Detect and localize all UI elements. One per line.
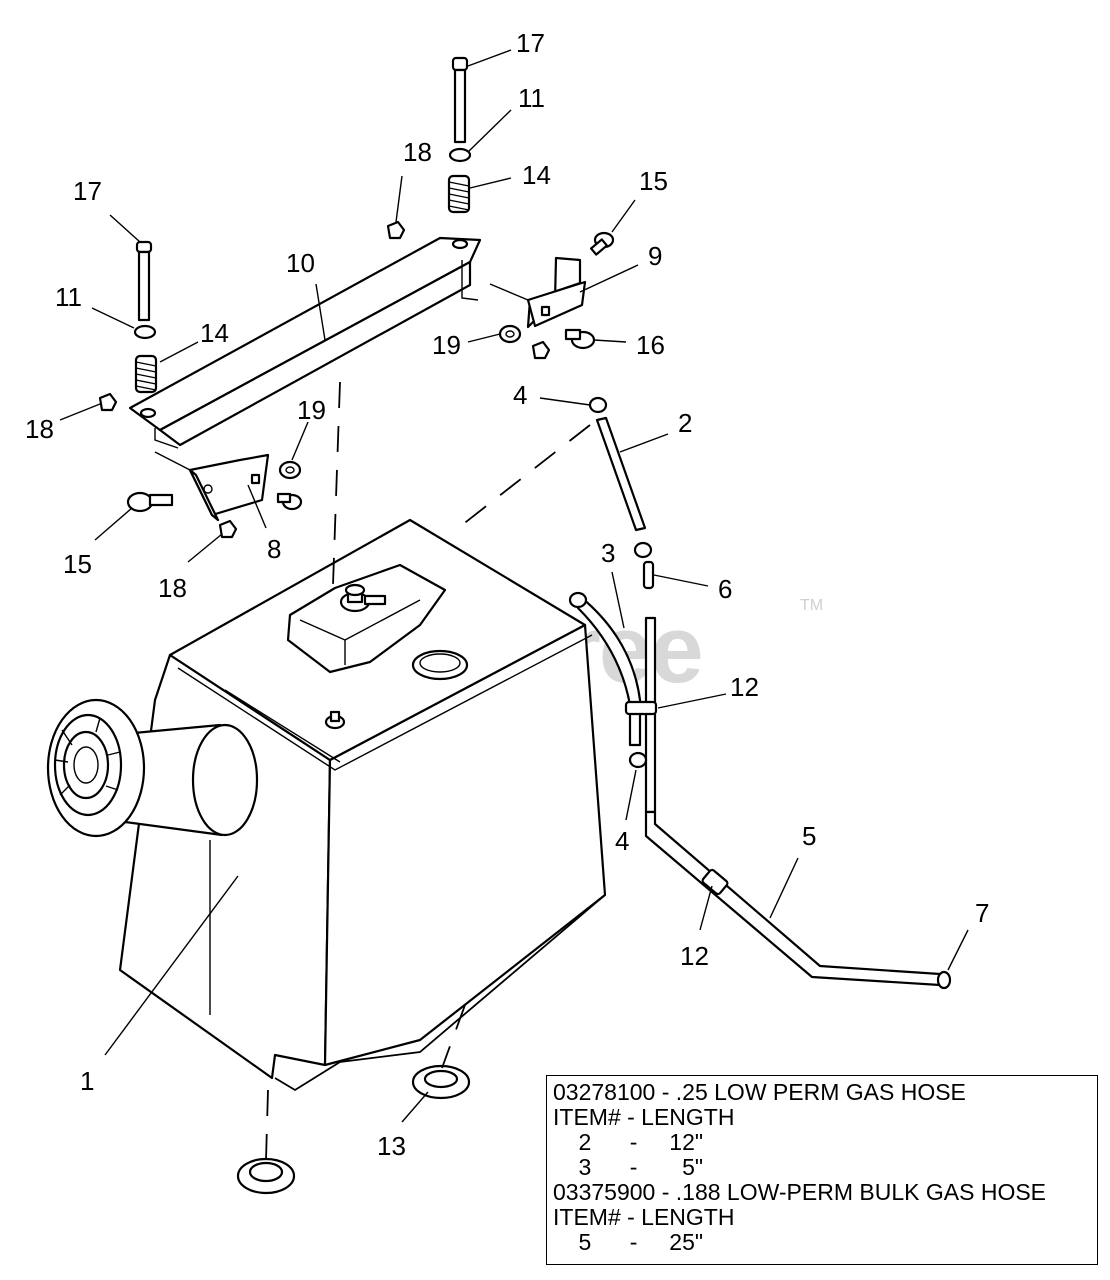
bolt-16-right [564, 328, 596, 350]
align-line-9 [489, 283, 529, 301]
bolt-15-right [589, 231, 615, 256]
table-line: ITEM# - LENGTH [553, 1204, 735, 1230]
table-line: 03278100 - .25 LOW PERM GAS HOSE [553, 1079, 966, 1105]
callout-10: 10 [286, 248, 315, 278]
table-line: ITEM# - LENGTH [553, 1104, 735, 1130]
nut-19-left [278, 460, 302, 480]
callout-13: 13 [377, 1131, 406, 1161]
callout-12-lower: 12 [680, 941, 709, 971]
callout-9: 9 [648, 241, 662, 271]
callout-18-left: 18 [25, 414, 54, 444]
washer-11-right [448, 147, 472, 163]
table-line: 03375900 - .188 LOW-PERM BULK GAS HOSE [553, 1179, 1047, 1205]
nut-18-bottom [218, 519, 238, 539]
bolt-17-right [451, 56, 469, 144]
callout-15-right: 15 [639, 166, 668, 196]
callout-5: 5 [802, 821, 816, 851]
spring-14-left [134, 354, 158, 394]
clamp-12-upper [624, 700, 658, 716]
callout-7: 7 [975, 898, 989, 928]
callout-numbers: 17 11 18 14 15 9 17 10 11 14 19 16 18 4 … [25, 28, 989, 1161]
hose-3 [568, 591, 642, 747]
clamp-4-lower [628, 751, 648, 769]
grommet-13-lower [236, 1157, 296, 1195]
callout-4-bottom: 4 [615, 826, 629, 856]
nut-18-right [531, 340, 551, 360]
callout-16: 16 [636, 330, 665, 360]
nut-18-left [98, 392, 118, 412]
callout-17-top: 17 [516, 28, 545, 58]
callout-19-left: 19 [297, 395, 326, 425]
callout-6: 6 [718, 574, 732, 604]
spring-14-right [447, 174, 471, 214]
align-line-8 [154, 451, 191, 471]
callout-17-left: 17 [73, 176, 102, 206]
callout-19-right: 19 [432, 330, 461, 360]
callout-18-top: 18 [403, 137, 432, 167]
callout-14-left: 14 [200, 318, 229, 348]
table-line: 2 - 12" [553, 1129, 704, 1155]
nut-19-right [498, 324, 522, 344]
fuel-tank [46, 518, 607, 1092]
align-line-grommet [441, 1004, 466, 1069]
callout-18-bottom: 18 [158, 573, 187, 603]
washer-11-left [133, 324, 157, 340]
nut-18-top [386, 220, 406, 240]
fuel-filter-7 [936, 970, 952, 990]
hose-2 [588, 396, 653, 559]
tank-strap [128, 236, 482, 449]
callout-8: 8 [267, 534, 281, 564]
callout-11-left: 11 [55, 282, 82, 312]
leader-lines [59, 49, 969, 1123]
callout-12-upper: 12 [730, 672, 759, 702]
callout-4-top: 4 [513, 380, 527, 410]
bracket-9 [526, 256, 587, 329]
align-line-bottom [265, 1089, 269, 1161]
bolt-15-left [126, 491, 174, 513]
bolt-16-left [276, 492, 303, 511]
callout-1: 1 [80, 1066, 94, 1096]
callout-14-top: 14 [522, 160, 551, 190]
clamp-12-lower [701, 868, 729, 896]
align-line-left [332, 381, 341, 586]
hose-length-table: 03278100 - .25 LOW PERM GAS HOSE ITEM# -… [546, 1075, 1098, 1265]
table-line: 5 - 25" [553, 1229, 704, 1255]
table-line: 3 - 5" [553, 1154, 704, 1180]
watermark-tm: TM [800, 597, 823, 614]
callout-3: 3 [601, 538, 615, 568]
align-line-right [461, 424, 591, 526]
bolt-17-left [135, 240, 153, 322]
callout-15-left: 15 [63, 549, 92, 579]
grommet-13 [411, 1064, 471, 1100]
bracket-8 [188, 453, 270, 522]
callout-11-top: 11 [518, 83, 545, 113]
fitting-6 [642, 560, 655, 590]
callout-2: 2 [678, 408, 692, 438]
